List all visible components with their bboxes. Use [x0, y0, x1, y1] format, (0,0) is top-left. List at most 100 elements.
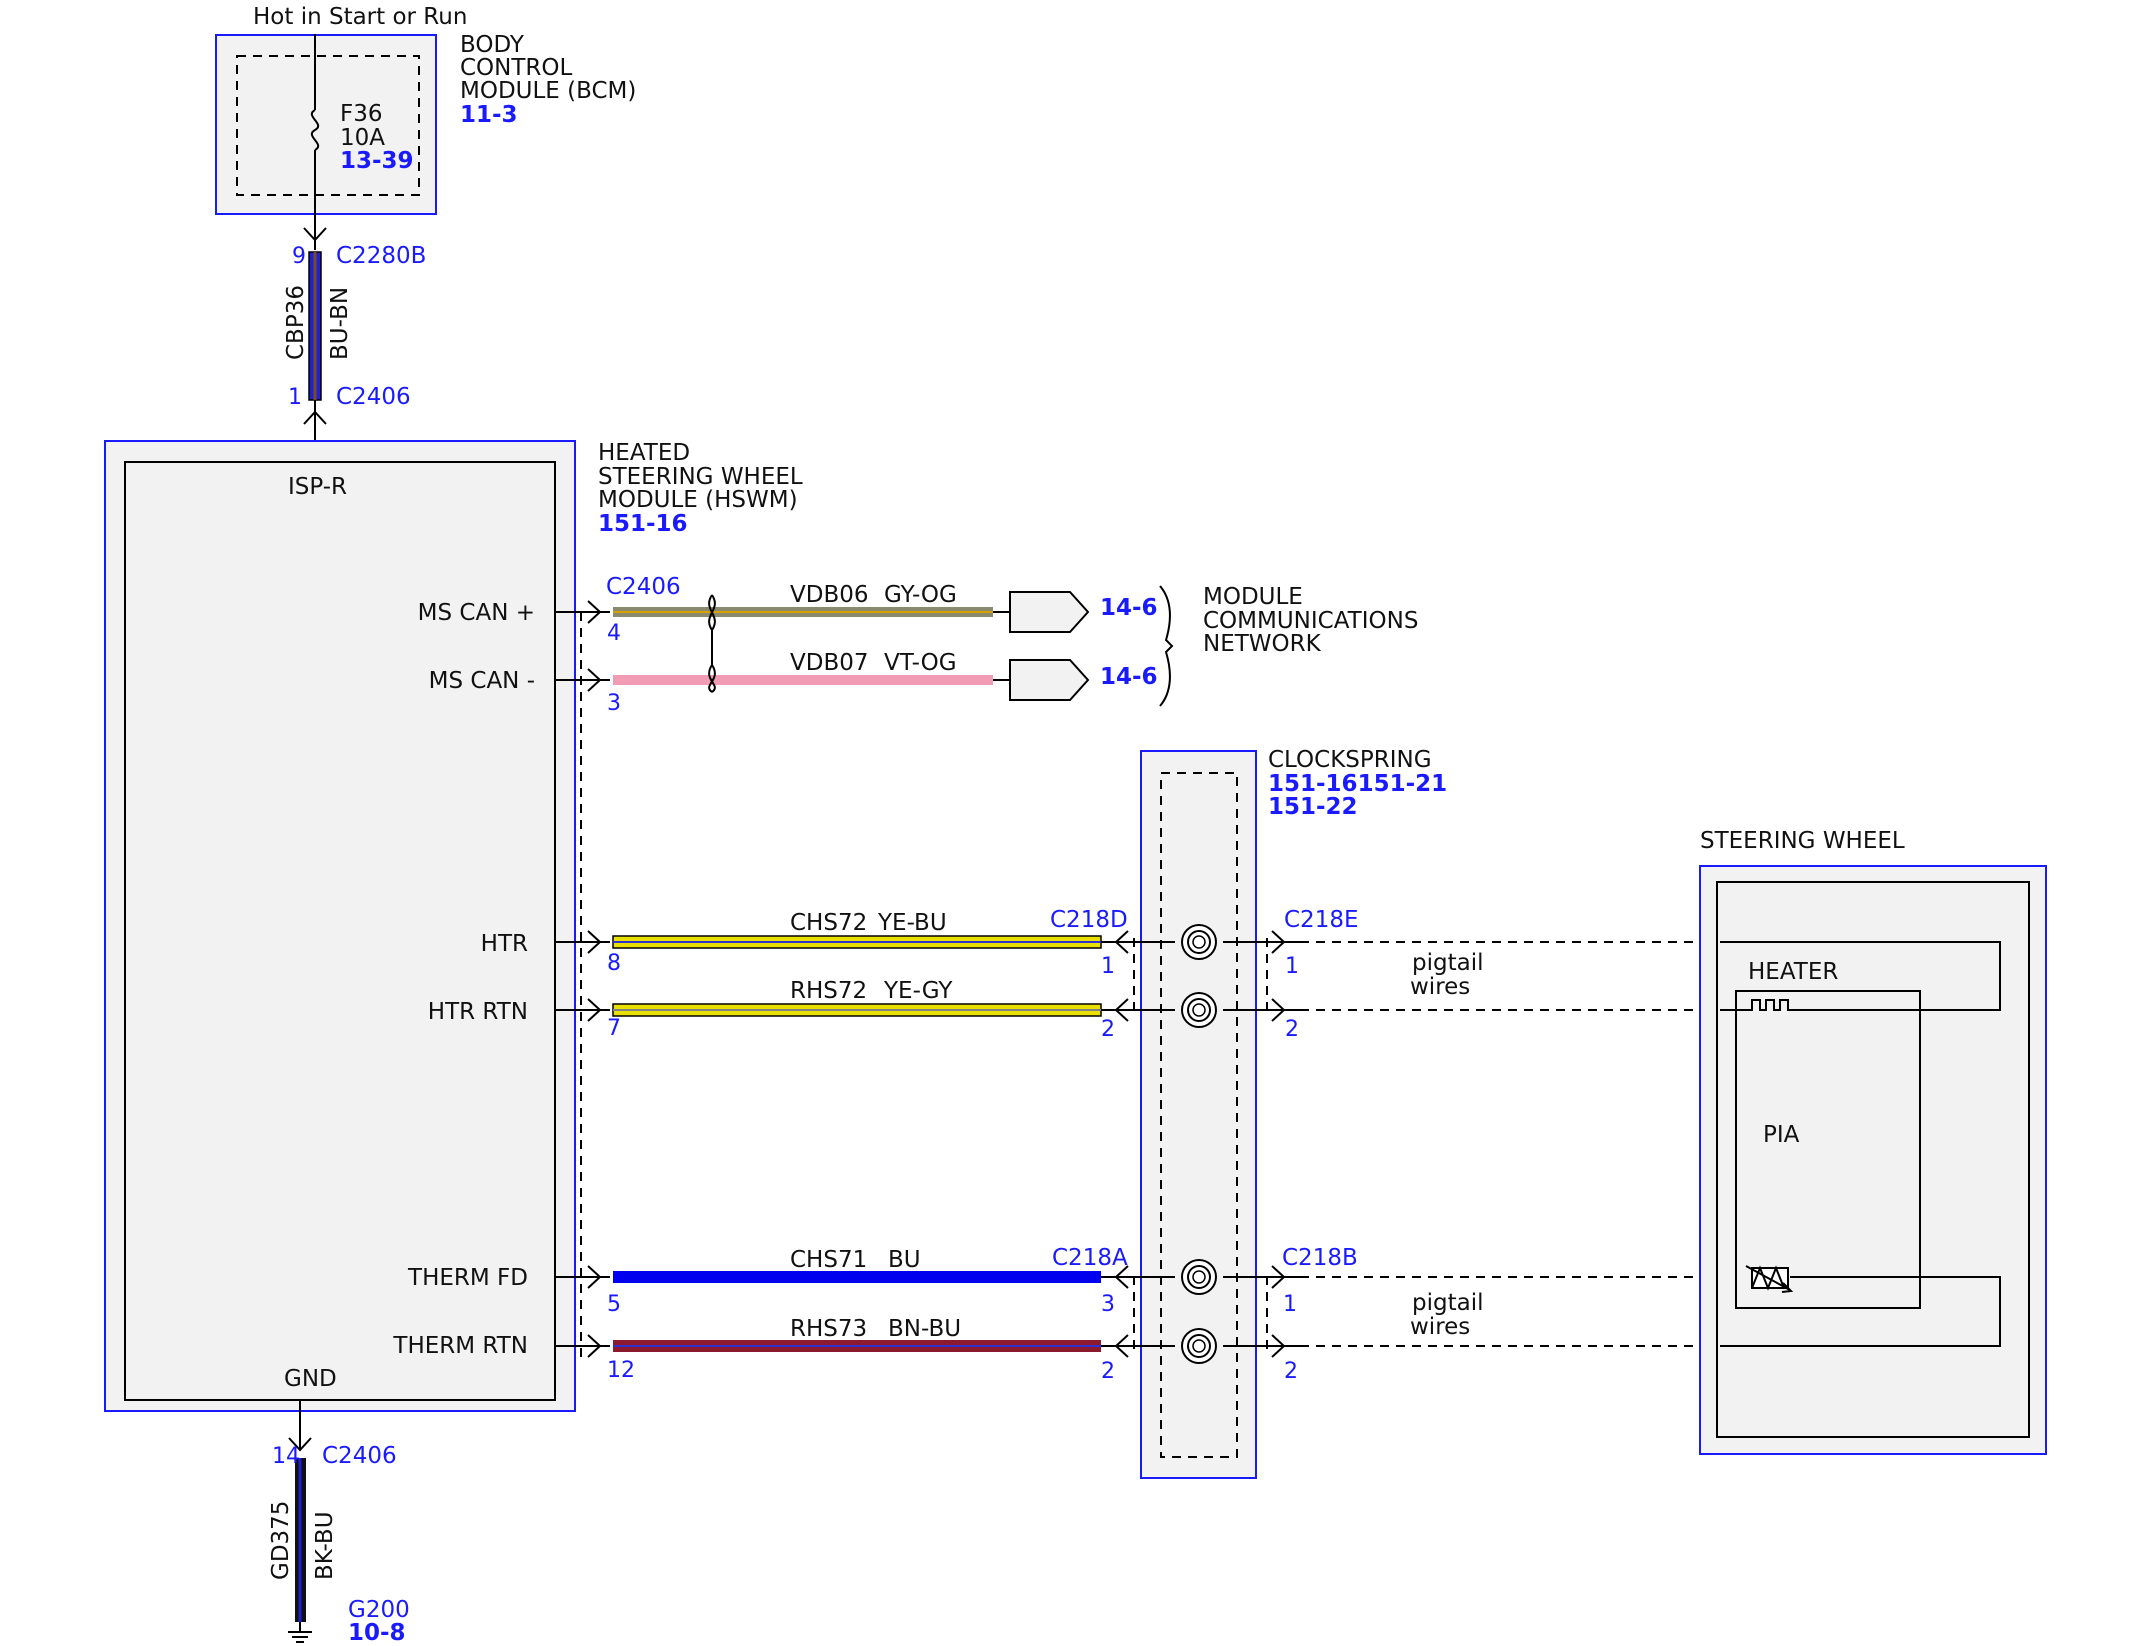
cbp36-pin-bottom: 1: [288, 385, 302, 410]
fuse-name: F36: [340, 101, 383, 127]
can-plus-connector-symbol: [587, 600, 602, 624]
connector-c218a-label[interactable]: C218A: [1052, 1245, 1128, 1271]
wire-vdb07[interactable]: [613, 675, 993, 685]
connector-c2406-ground-label[interactable]: C2406: [322, 1443, 397, 1469]
heater-loop-wire: [1720, 941, 2001, 1011]
clockspring-inner-dashed: [1160, 772, 1238, 1458]
hswm-pin-therm-rtn: THERM RTN: [392, 1333, 528, 1359]
ground-ref[interactable]: 10-8: [348, 1620, 406, 1646]
hswm-pin-htr-rtn: HTR RTN: [428, 999, 528, 1025]
gd375-color: BK-BU: [312, 1511, 338, 1580]
hswm-label-line2: STEERING WHEEL: [598, 464, 803, 490]
pia-box: [1735, 990, 1921, 1309]
clockspring-label: CLOCKSPRING: [1268, 747, 1432, 773]
htr-c218e-connector-symbol: [1271, 930, 1286, 954]
hswm-label-line1: HEATED: [598, 440, 690, 466]
connector-c218e-label[interactable]: C218E: [1284, 907, 1359, 933]
connector-c2406-top-label[interactable]: C2406: [336, 384, 411, 410]
fuse-rating: 10A: [340, 125, 385, 151]
ground-location[interactable]: G200: [348, 1597, 410, 1623]
ground-pin: 14: [272, 1444, 300, 1469]
vdb06-circuit: VDB06: [790, 582, 869, 608]
chs71-circuit: CHS71: [790, 1247, 867, 1273]
gd375-circuit: GD375: [268, 1501, 294, 1580]
hswm-pin-ms-can-plus: MS CAN +: [418, 600, 535, 626]
connector-c218d-label[interactable]: C218D: [1050, 907, 1128, 933]
hswm-label-line3: MODULE (HSWM): [598, 487, 798, 513]
fuse-f36-symbol: [310, 109, 320, 151]
hswm-pin-htr: HTR: [481, 931, 528, 957]
therm-fd-hswm-pin: 5: [607, 1292, 621, 1317]
can-plus-ref[interactable]: 14-6: [1100, 595, 1158, 621]
twisted-pair-symbol: [708, 594, 716, 693]
clockspring-coil-1: [1181, 924, 1217, 960]
clockspring-coil-4: [1181, 1328, 1217, 1364]
vdb07-color: VT-OG: [884, 650, 957, 676]
hswm-pin-ms-can-minus: MS CAN -: [429, 668, 535, 694]
can-plus-offpage-connector[interactable]: [1009, 591, 1090, 633]
clockspring-coil-2: [1181, 992, 1217, 1028]
htr-cs-out-pin: 1: [1285, 954, 1299, 979]
connector-c218b-label[interactable]: C218B: [1282, 1245, 1358, 1271]
clockspring-coil-3: [1181, 1259, 1217, 1295]
therm-rtn-hswm-pin: 12: [607, 1358, 635, 1383]
wire-chs71[interactable]: [613, 1271, 1101, 1283]
heater-pigtail-label-1: pigtail: [1412, 950, 1483, 976]
therm-fd-hswm-connector-symbol: [587, 1265, 602, 1289]
vdb07-circuit: VDB07: [790, 650, 869, 676]
can-minus-pin: 3: [607, 691, 621, 716]
pia-label: PIA: [1763, 1122, 1800, 1148]
bcm-label-line1: BODY: [460, 32, 525, 58]
can-minus-connector-symbol: [587, 668, 602, 692]
htr-rtn-cs-out-pin: 2: [1285, 1017, 1299, 1042]
hswm-pin-gnd: GND: [284, 1366, 337, 1392]
rhs73-circuit: RHS73: [790, 1316, 867, 1342]
bcm-label-line3: MODULE (BCM): [460, 78, 636, 104]
clockspring-refs-1[interactable]: 151-16151-21: [1268, 771, 1447, 797]
therm-fd-cs-out-pin: 1: [1283, 1292, 1297, 1317]
therm-rtn-c218b-connector-symbol: [1271, 1334, 1286, 1358]
network-brace: [1159, 585, 1174, 707]
clockspring-refs-2[interactable]: 151-22: [1268, 794, 1358, 820]
htr-hswm-connector-symbol: [587, 930, 602, 954]
bcm-module-box[interactable]: [215, 34, 437, 215]
power-source-label: Hot in Start or Run: [253, 4, 467, 30]
hswm-inner-box: [124, 461, 556, 1401]
htr-rtn-hswm-connector-symbol: [587, 998, 602, 1022]
network-label-line1: MODULE: [1203, 584, 1303, 610]
bcm-ref[interactable]: 11-3: [460, 102, 518, 128]
can-minus-offpage-connector[interactable]: [1009, 659, 1090, 701]
therm-rtn-cs-in-pin: 2: [1101, 1359, 1115, 1384]
chs71-color: BU: [888, 1247, 921, 1273]
chs72-circuit: CHS72: [790, 910, 867, 936]
cbp36-circuit: CBP36: [283, 285, 309, 360]
hswm-pin-isp: ISP-R: [288, 474, 347, 500]
bcm-label-line2: CONTROL: [460, 55, 573, 81]
rhs73-color: BN-BU: [888, 1316, 961, 1342]
connector-c2280b-label[interactable]: C2280B: [336, 243, 426, 269]
network-label-line2: COMMUNICATIONS: [1203, 608, 1418, 634]
vdb06-color: GY-OG: [884, 582, 957, 608]
therm-rtn-cs-out-pin: 2: [1284, 1359, 1298, 1384]
hswm-pin-therm-fd: THERM FD: [407, 1265, 528, 1291]
rhs72-circuit: RHS72: [790, 978, 867, 1004]
rhs72-color: YE-GY: [883, 978, 953, 1004]
connector-c2406-ground-symbol: [288, 1437, 312, 1452]
hswm-ref[interactable]: 151-16: [598, 511, 688, 537]
htr-rtn-cs-in-pin: 2: [1101, 1017, 1115, 1042]
heater-label: HEATER: [1748, 959, 1838, 985]
connector-c2406-can-label[interactable]: C2406: [606, 574, 681, 600]
steering-wheel-label: STEERING WHEEL: [1700, 828, 1905, 854]
therm-pigtail-label-1: pigtail: [1412, 1290, 1483, 1316]
ground-symbol: [288, 1631, 312, 1643]
connector-c2280b-symbol: [303, 227, 327, 242]
can-plus-pin: 4: [607, 621, 621, 646]
cbp36-color: BU-BN: [327, 287, 353, 360]
therm-fd-c218b-connector-symbol: [1271, 1265, 1286, 1289]
clockspring-box[interactable]: [1140, 750, 1257, 1479]
fuse-ref[interactable]: 13-39: [340, 148, 414, 174]
can-minus-ref[interactable]: 14-6: [1100, 664, 1158, 690]
therm-fd-cs-in-pin: 3: [1101, 1292, 1115, 1317]
htr-rtn-hswm-pin: 7: [607, 1016, 621, 1041]
